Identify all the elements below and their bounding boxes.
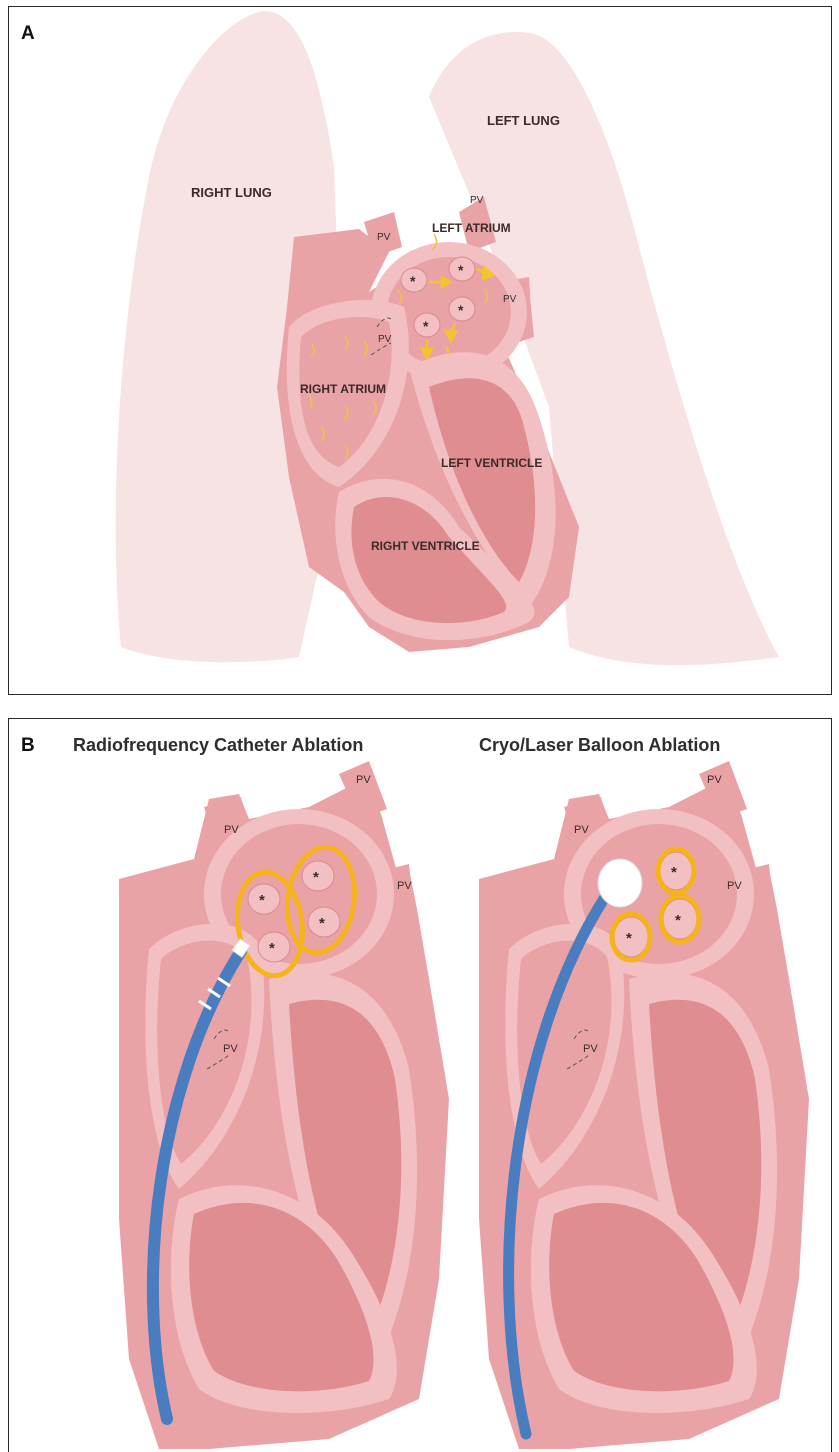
svg-text:PV: PV xyxy=(397,880,412,892)
svg-text:PV: PV xyxy=(574,824,589,836)
panel-b: B Radiofrequency Catheter Ablation Cryo/… xyxy=(8,718,832,1452)
svg-text:*: * xyxy=(259,892,265,909)
svg-text:*: * xyxy=(671,864,677,881)
label-pv-inner: PV xyxy=(378,334,392,345)
label-pv-top: PV xyxy=(470,195,484,206)
svg-text:*: * xyxy=(313,869,319,886)
svg-text:PV: PV xyxy=(707,774,722,786)
label-left-lung: LEFT LUNG xyxy=(487,113,560,128)
svg-text:PV: PV xyxy=(223,1043,238,1055)
svg-text:*: * xyxy=(423,318,429,334)
label-left-atrium: LEFT ATRIUM xyxy=(432,221,511,235)
ablation-diagrams: Radiofrequency Catheter Ablation Cryo/La… xyxy=(9,719,832,1452)
svg-text:*: * xyxy=(319,915,325,932)
svg-text:*: * xyxy=(458,262,464,278)
svg-text:PV: PV xyxy=(727,880,742,892)
svg-text:PV: PV xyxy=(356,774,371,786)
label-pv-left: PV xyxy=(377,232,391,243)
heart-lungs-diagram: * * * * RIGHT LUNG LEFT LUNG LEFT ATRIUM… xyxy=(9,7,832,695)
label-pv-right: PV xyxy=(503,294,517,305)
label-right-atrium: RIGHT ATRIUM xyxy=(300,382,386,396)
svg-text:PV: PV xyxy=(583,1043,598,1055)
label-right-lung: RIGHT LUNG xyxy=(191,185,272,200)
svg-text:PV: PV xyxy=(224,824,239,836)
svg-text:*: * xyxy=(675,912,681,929)
svg-text:*: * xyxy=(626,930,632,947)
svg-text:*: * xyxy=(410,273,416,289)
rf-heart: * * * * PV PV PV PV xyxy=(119,761,449,1449)
svg-text:*: * xyxy=(458,302,464,318)
label-right-ventricle: RIGHT VENTRICLE xyxy=(371,539,480,553)
title-cryo-laser: Cryo/Laser Balloon Ablation xyxy=(479,735,720,755)
panel-a: A * * * * xyxy=(8,6,832,695)
label-left-ventricle: LEFT VENTRICLE xyxy=(441,456,542,470)
balloon-heart: * * * PV PV PV PV xyxy=(479,761,809,1449)
balloon xyxy=(598,859,642,907)
title-radiofrequency: Radiofrequency Catheter Ablation xyxy=(73,735,363,755)
svg-text:*: * xyxy=(269,940,275,957)
